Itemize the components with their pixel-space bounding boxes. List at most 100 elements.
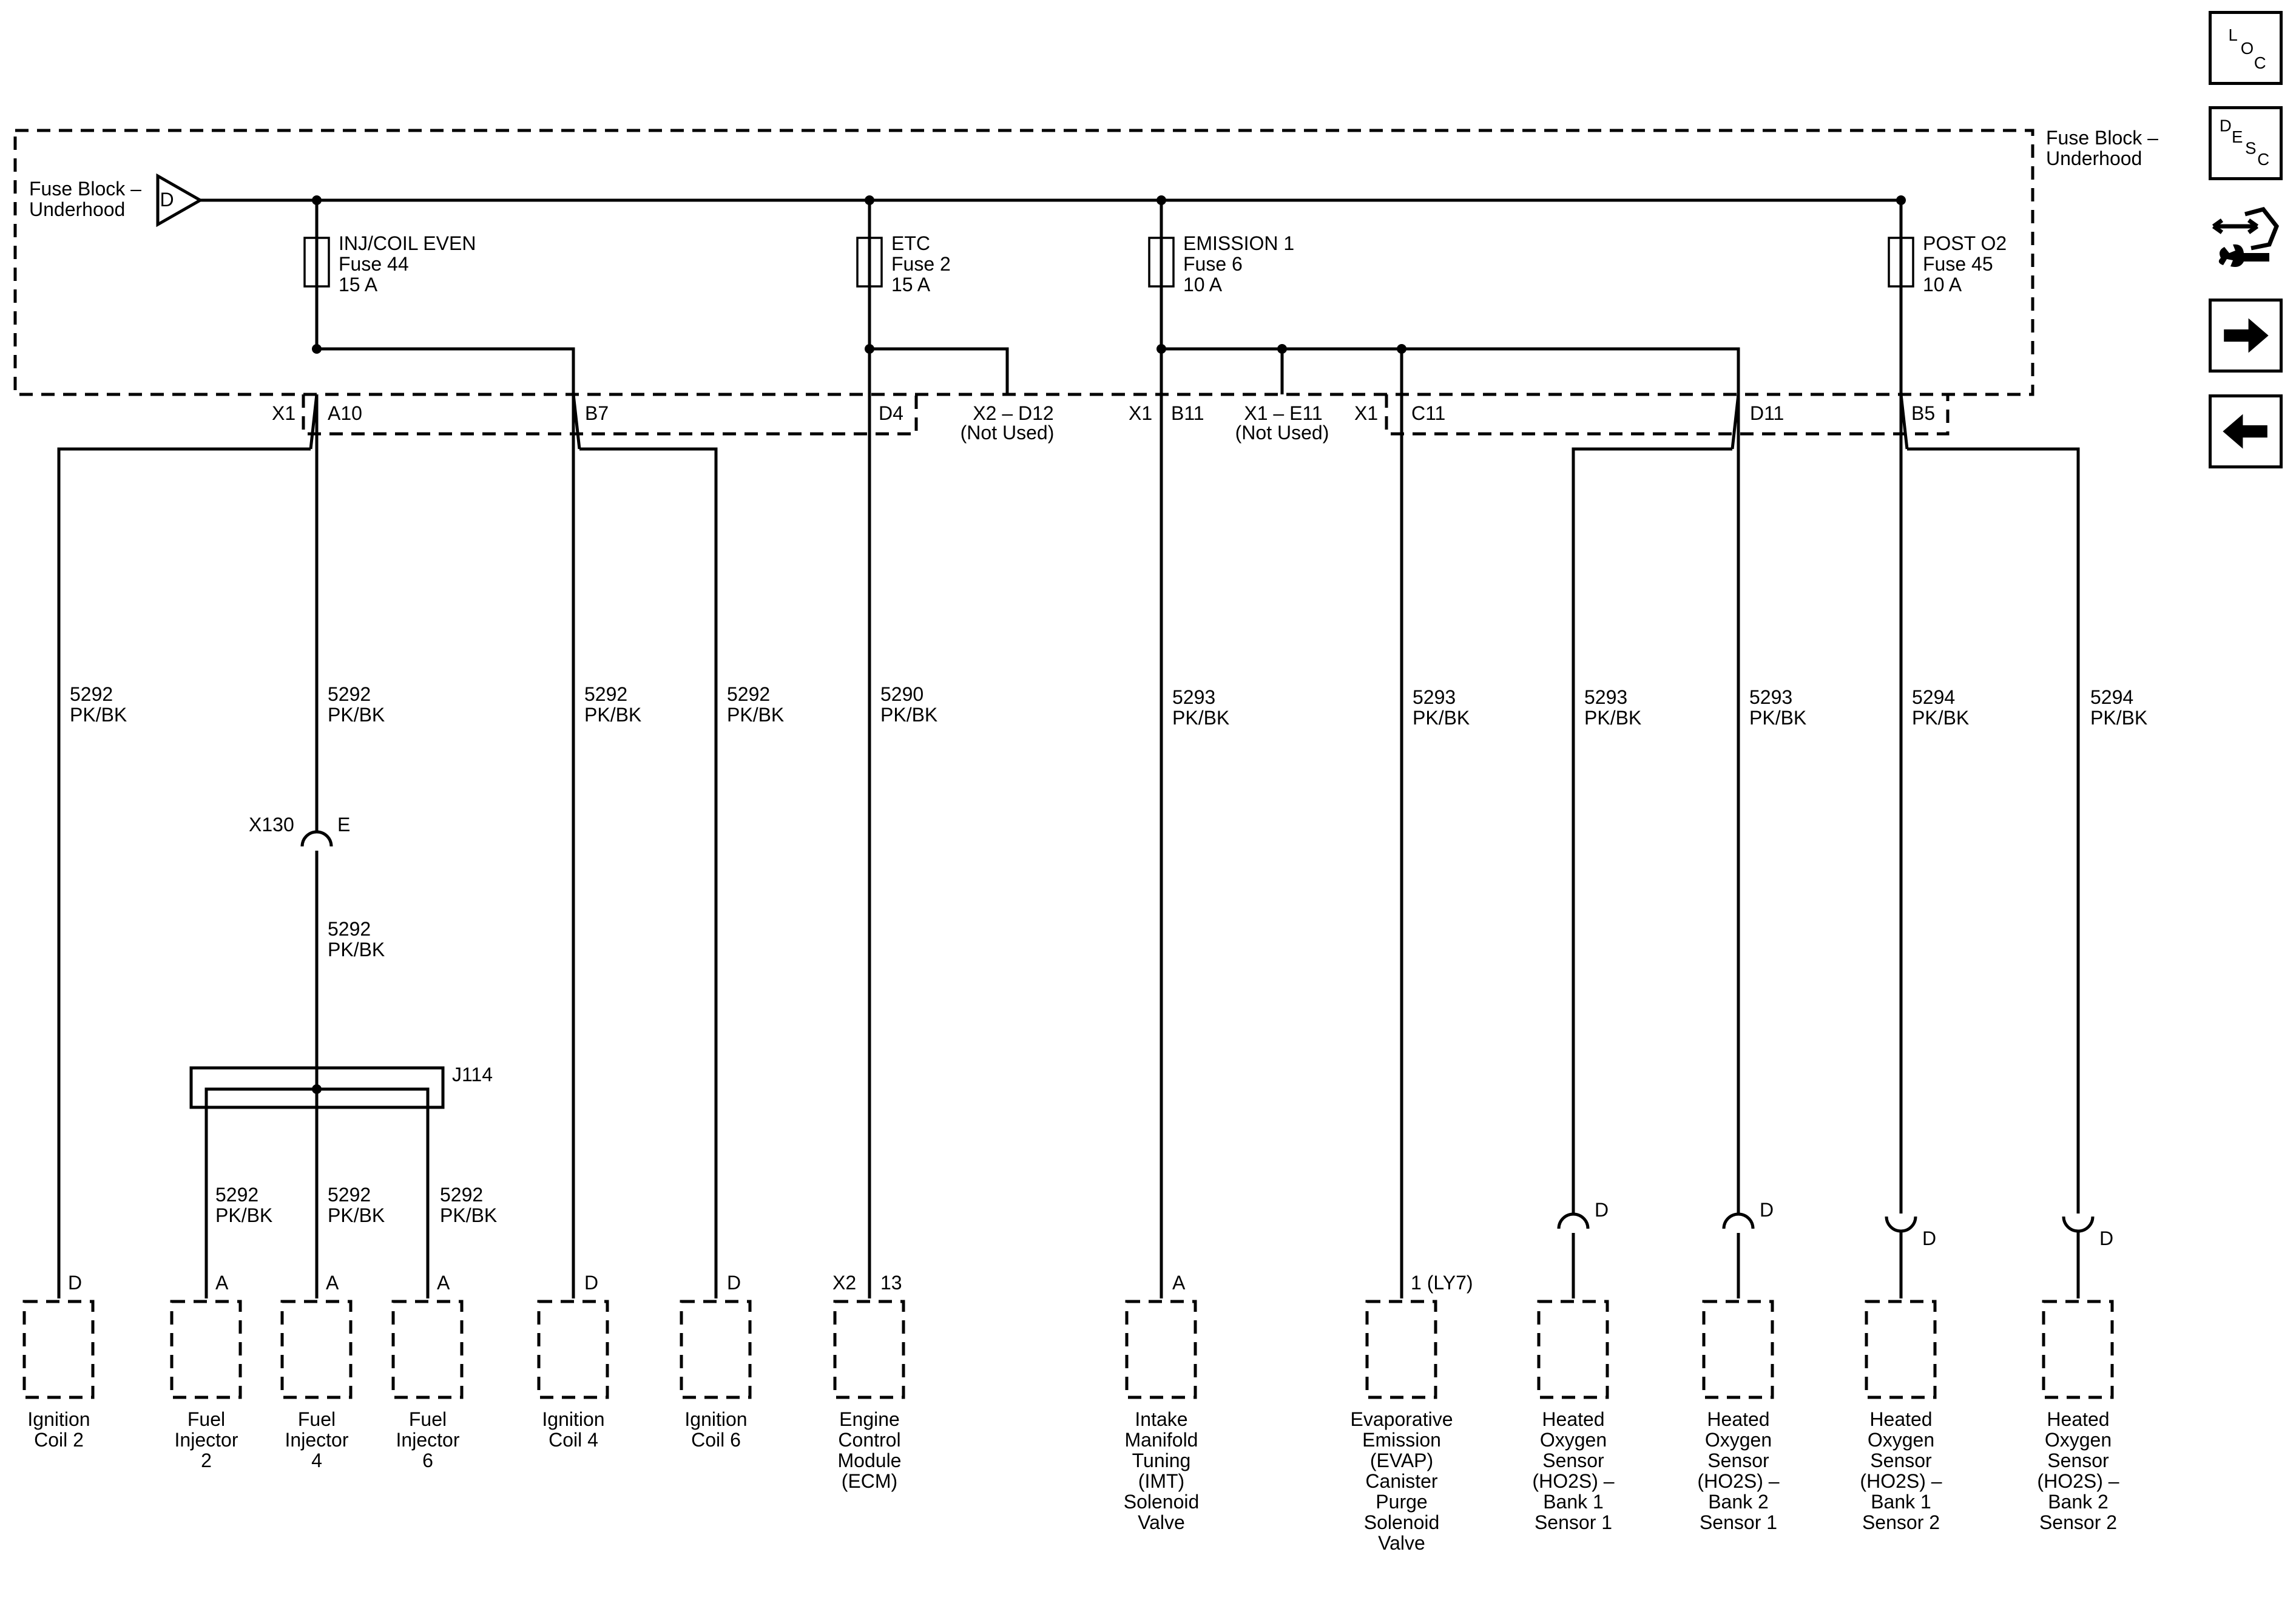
arrow-left-icon xyxy=(2223,414,2267,449)
svg-text:PK/BK: PK/BK xyxy=(328,1204,385,1226)
connector-repair-button[interactable] xyxy=(2209,202,2283,276)
next-button[interactable] xyxy=(2209,299,2283,373)
svg-text:Oxygen: Oxygen xyxy=(1705,1429,1772,1451)
fuse-block-label-right-2: Underhood xyxy=(2046,147,2142,169)
svg-text:X130: X130 xyxy=(249,814,294,836)
svg-text:5293: 5293 xyxy=(1749,686,1792,708)
svg-text:13: 13 xyxy=(880,1272,902,1294)
conn-x1-a: X1 xyxy=(272,402,295,424)
svg-text:(ECM): (ECM) xyxy=(842,1470,897,1492)
svg-text:5293: 5293 xyxy=(1584,686,1627,708)
svg-text:Solenoid: Solenoid xyxy=(1124,1491,1200,1513)
svg-text:Sensor: Sensor xyxy=(2047,1450,2109,1471)
wrench-connector-icon xyxy=(2212,207,2279,267)
conn-a10: A10 xyxy=(328,402,362,424)
desc-icon: D E S C xyxy=(2220,116,2269,169)
svg-text:6: 6 xyxy=(422,1450,433,1471)
conn-c11: C11 xyxy=(1411,402,1445,424)
svg-text:15 A: 15 A xyxy=(891,274,931,295)
svg-text:Injector: Injector xyxy=(175,1429,238,1451)
svg-text:Solenoid: Solenoid xyxy=(1364,1511,1440,1533)
sensor-connector-b2s1: D xyxy=(1722,1199,1774,1298)
inline-connector-x130: X130 E xyxy=(249,814,350,868)
svg-text:5294: 5294 xyxy=(1912,686,1955,708)
svg-text:Sensor 2: Sensor 2 xyxy=(2039,1511,2117,1533)
svg-text:PK/BK: PK/BK xyxy=(2090,707,2147,729)
svg-text:ETC: ETC xyxy=(891,232,930,254)
svg-text:2: 2 xyxy=(201,1450,212,1471)
svg-text:E: E xyxy=(2232,127,2243,146)
svg-text:Valve: Valve xyxy=(1138,1511,1185,1533)
svg-text:A: A xyxy=(1172,1272,1186,1294)
location-button[interactable]: L O C xyxy=(2209,11,2283,85)
svg-text:4: 4 xyxy=(311,1450,322,1471)
svg-text:(IMT): (IMT) xyxy=(1138,1470,1184,1492)
svg-text:(HO2S) –: (HO2S) – xyxy=(1532,1470,1614,1492)
svg-text:5292: 5292 xyxy=(215,1184,258,1206)
junction xyxy=(312,344,322,354)
conn-not-used-2: (Not Used) xyxy=(1235,422,1329,444)
svg-text:POST O2: POST O2 xyxy=(1923,232,2007,254)
svg-text:Ignition: Ignition xyxy=(542,1408,604,1430)
svg-text:(HO2S) –: (HO2S) – xyxy=(1860,1470,1942,1492)
svg-text:Ignition: Ignition xyxy=(27,1408,90,1430)
components xyxy=(22,1300,2114,1399)
svg-text:Control: Control xyxy=(838,1429,900,1451)
svg-text:Manifold: Manifold xyxy=(1125,1429,1198,1451)
svg-text:Canister: Canister xyxy=(1365,1470,1438,1492)
svg-text:5290: 5290 xyxy=(880,683,923,705)
arrow-right-icon xyxy=(2224,318,2269,353)
svg-text:Sensor 2: Sensor 2 xyxy=(1862,1511,1940,1533)
sensor-connector-b2s2: D xyxy=(2062,1204,2113,1298)
svg-text:5292: 5292 xyxy=(584,683,627,705)
svg-text:E: E xyxy=(337,814,350,836)
svg-text:Sensor: Sensor xyxy=(1707,1450,1769,1471)
svg-text:Fuse 44: Fuse 44 xyxy=(339,253,409,275)
svg-text:EMISSION 1: EMISSION 1 xyxy=(1183,232,1294,254)
splice-j114: J114 xyxy=(189,1064,493,1109)
svg-text:Fuse 6: Fuse 6 xyxy=(1183,253,1243,275)
svg-text:Ignition: Ignition xyxy=(684,1408,747,1430)
svg-text:Sensor 1: Sensor 1 xyxy=(1535,1511,1612,1533)
svg-text:Coil 2: Coil 2 xyxy=(34,1429,84,1451)
svg-text:5293: 5293 xyxy=(1172,686,1215,708)
svg-text:D: D xyxy=(727,1272,741,1294)
svg-text:Heated: Heated xyxy=(1542,1408,1604,1430)
svg-text:Heated: Heated xyxy=(2047,1408,2109,1430)
svg-text:5292: 5292 xyxy=(328,683,371,705)
sensor-connector-b1s1: D xyxy=(1557,1199,1609,1298)
svg-text:Oxygen: Oxygen xyxy=(1868,1429,1934,1451)
conn-b5: B5 xyxy=(1911,402,1935,424)
svg-text:Injector: Injector xyxy=(285,1429,349,1451)
conn-x1-c: X1 xyxy=(1354,402,1378,424)
svg-text:Evaporative: Evaporative xyxy=(1351,1408,1453,1430)
fuse-block-label-left-1: Fuse Block – xyxy=(29,178,141,200)
wire-ho2s-b2s2 xyxy=(1907,447,2080,1204)
svg-text:D: D xyxy=(1595,1199,1609,1221)
fuse-block-label-left-2: Underhood xyxy=(29,198,125,220)
svg-text:PK/BK: PK/BK xyxy=(1912,707,1969,729)
svg-text:Fuel: Fuel xyxy=(298,1408,336,1430)
fuse-44: INJ/COIL EVEN Fuse 44 15 A xyxy=(303,200,476,349)
svg-text:J114: J114 xyxy=(452,1064,493,1085)
svg-text:PK/BK: PK/BK xyxy=(727,704,784,726)
previous-button[interactable] xyxy=(2209,394,2283,468)
svg-text:5292: 5292 xyxy=(440,1184,483,1206)
wire-after-x130-circuit: 5292 xyxy=(328,918,371,940)
description-button[interactable]: D E S C xyxy=(2209,106,2283,180)
svg-text:(HO2S) –: (HO2S) – xyxy=(2037,1470,2119,1492)
conn-x1-e11: X1 – E11 xyxy=(1244,402,1322,424)
svg-text:Intake: Intake xyxy=(1135,1408,1187,1430)
svg-text:PK/BK: PK/BK xyxy=(215,1204,272,1226)
svg-text:Oxygen: Oxygen xyxy=(1540,1429,1607,1451)
fuse2-distribution xyxy=(869,347,1009,394)
fuse-block-boundary xyxy=(13,129,2034,396)
svg-text:D: D xyxy=(1760,1199,1774,1221)
svg-text:D: D xyxy=(2220,116,2232,135)
svg-text:A: A xyxy=(326,1272,339,1294)
component-pins: D A A A D D X2 13 A 1 (LY7) xyxy=(68,1272,1473,1294)
svg-text:PK/BK: PK/BK xyxy=(880,704,937,726)
fuse-6: EMISSION 1 Fuse 6 10 A xyxy=(1148,200,1294,349)
